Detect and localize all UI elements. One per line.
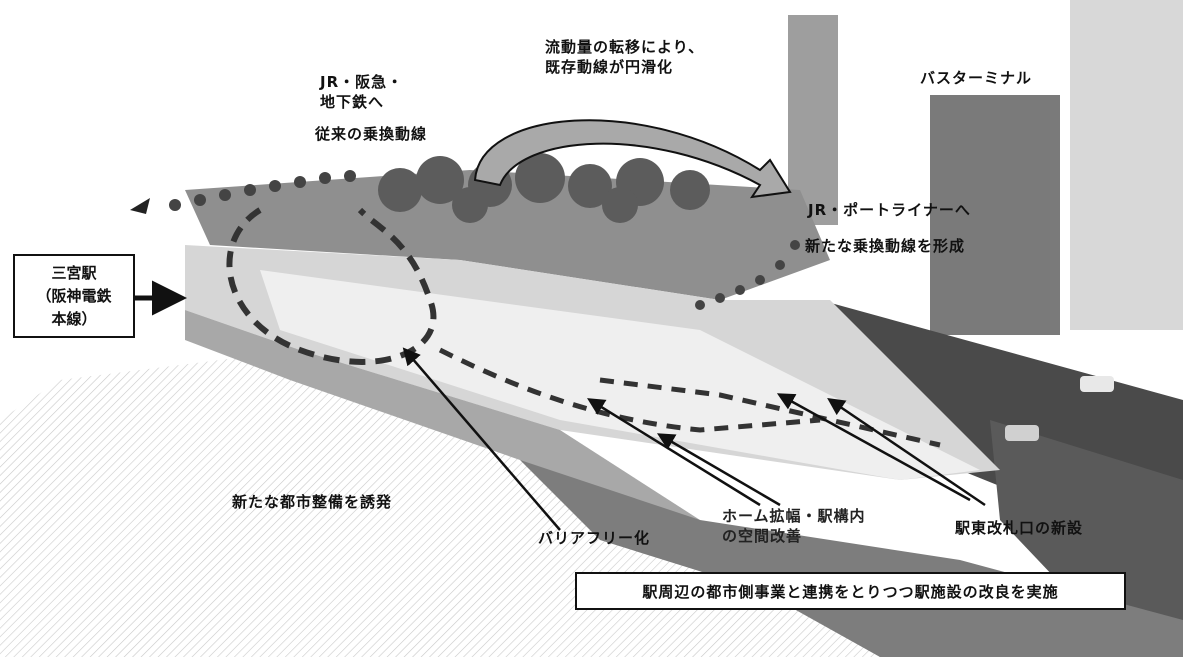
urban-development-label: 新たな都市整備を誘発 (232, 493, 393, 511)
existing-route-label: 従来の乗換動線 (315, 125, 428, 143)
car (1005, 425, 1039, 441)
new-route-dots (695, 240, 800, 310)
bus-terminal-building (930, 95, 1060, 335)
flow-shift-arrow (473, 119, 792, 199)
sannomiya-station-label: 三宮駅 （阪神電鉄 本線） (13, 254, 135, 338)
summary-banner: 駅周辺の都市側事業と連携をとりつつ駅施設の改良を実施 (575, 572, 1126, 610)
station-top-deck (185, 170, 830, 300)
building-far-right (1070, 0, 1183, 330)
east-gate-pointer (776, 393, 971, 502)
platform-pointer (587, 398, 761, 507)
barrier-free-pointer (402, 347, 561, 531)
platform-route (599, 377, 941, 448)
new-route-label: 新たな乗換動線を形成 (805, 237, 966, 255)
east-gate-label: 駅東改札口の新設 (955, 519, 1084, 537)
trees (378, 153, 710, 223)
car (1080, 376, 1114, 392)
jr-hankyu-subway-label: JR・阪急・ 地下鉄へ (320, 73, 404, 111)
road-lower (990, 420, 1183, 657)
east-gate-pointer (827, 398, 986, 507)
platform-route (438, 347, 821, 433)
platform-expansion-label: ホーム拡幅・駅構内 の空間改善 (722, 507, 866, 545)
barrier-free-label: バリアフリー化 (538, 529, 651, 547)
flow-shift-label: 流動量の転移により、 既存動線が円滑化 (545, 38, 705, 76)
loop-route (226, 207, 437, 365)
existing-route-arrowhead (130, 198, 150, 214)
platform-pointer (656, 433, 781, 507)
station-platform (260, 270, 980, 480)
existing-route-dots (169, 170, 356, 211)
jr-portliner-label: JR・ポートライナーへ (808, 201, 971, 219)
bus-terminal-label: バスターミナル (920, 69, 1033, 87)
